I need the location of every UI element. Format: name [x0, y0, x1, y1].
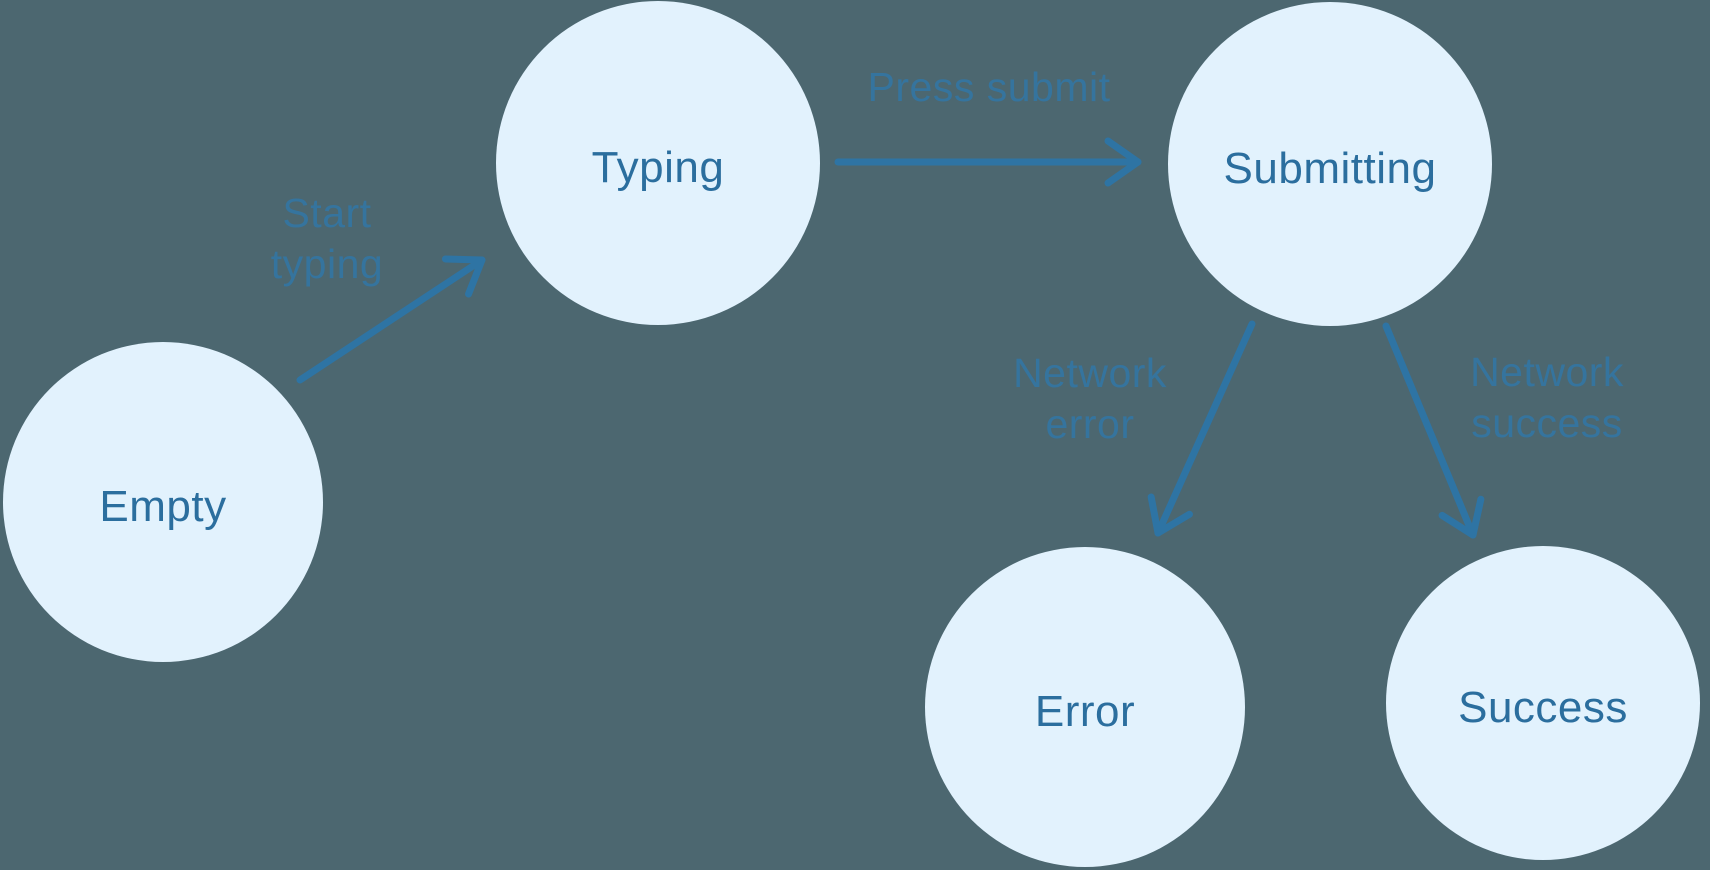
state-label-success: Success	[1458, 683, 1628, 732]
arrow-submitting-to-success	[1382, 322, 1485, 539]
state-label-error: Error	[1034, 687, 1136, 736]
state-node-error: Error	[925, 547, 1245, 867]
arrow-submitting-to-error	[1147, 320, 1256, 537]
state-node-submitting: Submitting	[1168, 2, 1492, 326]
state-label-empty: Empty	[99, 482, 227, 531]
state-label-submitting: Submitting	[1223, 144, 1437, 193]
state-label-typing: Typing	[591, 143, 725, 192]
transition-label-network-success: Network success	[1470, 349, 1624, 446]
state-node-typing: Typing	[496, 1, 820, 325]
transition-label-press-submit: Press submit	[867, 64, 1111, 110]
state-node-empty: Empty	[3, 342, 323, 662]
state-node-success: Success	[1386, 546, 1700, 860]
arrow-empty-to-typing	[296, 255, 486, 384]
transition-label-start-typing: Start typing	[270, 190, 384, 287]
transition-label-network-error: Network error	[1013, 350, 1167, 447]
